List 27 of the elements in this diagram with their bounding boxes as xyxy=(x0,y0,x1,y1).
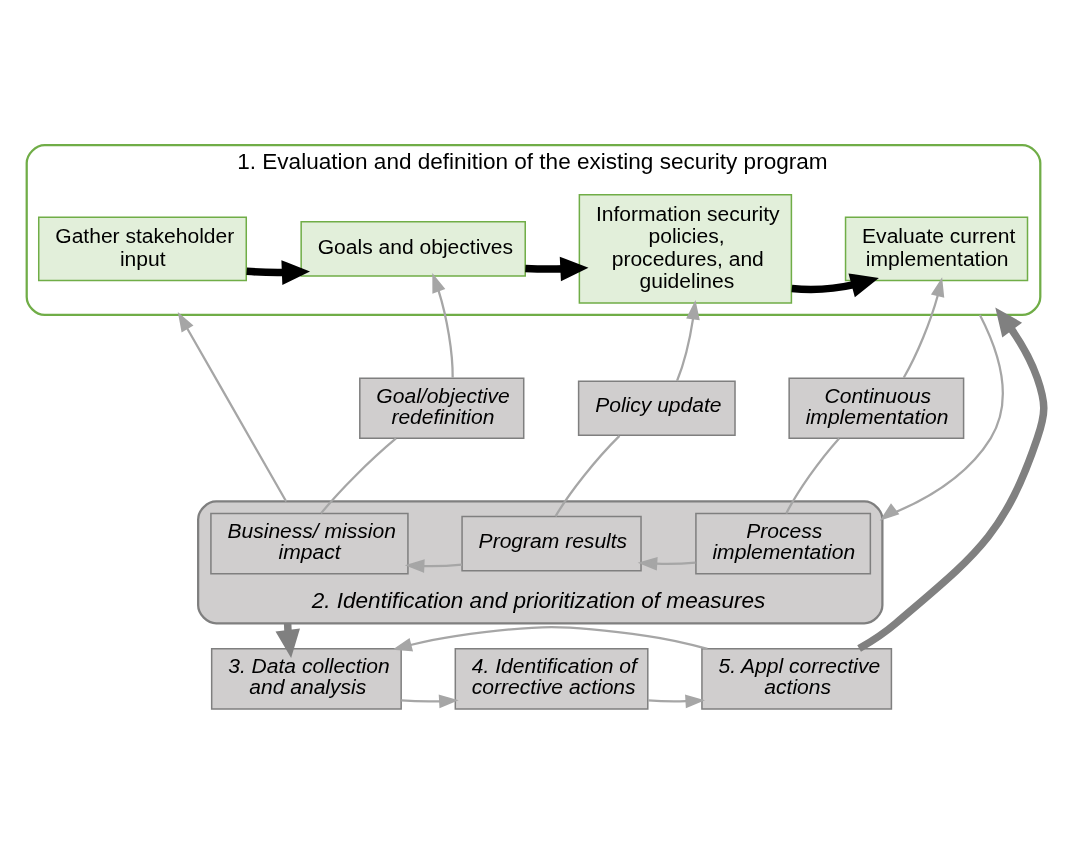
arrow xyxy=(648,693,705,708)
node-box: Policy update xyxy=(577,379,736,436)
arrow xyxy=(879,313,1004,521)
node-box: Process implementation xyxy=(695,512,872,574)
node-box: Continuous implementation xyxy=(788,376,965,439)
arrow xyxy=(246,259,310,285)
node-box: Goals and objectives xyxy=(300,220,526,277)
arrow xyxy=(902,276,945,378)
arrow xyxy=(177,311,288,502)
node-box: Goal/objective redefinition xyxy=(359,376,525,439)
arrow xyxy=(392,625,708,651)
arrow xyxy=(675,299,700,381)
arrow xyxy=(525,256,589,281)
arrow xyxy=(404,558,463,573)
arrow xyxy=(857,306,1048,652)
arrow xyxy=(401,694,459,708)
node-box: Program results xyxy=(461,515,642,571)
node-box: Information security policies, procedures, and guidelines xyxy=(578,193,793,304)
arrow xyxy=(432,272,454,378)
node-box: 4. Identification of corrective actions xyxy=(454,647,649,710)
arrow xyxy=(637,556,696,571)
node-box: Evaluate current implementation xyxy=(844,216,1029,281)
node-box: 5. Appl corrective actions xyxy=(701,647,893,710)
arrow xyxy=(791,272,879,297)
node-box: Business/ mission impact xyxy=(210,512,409,574)
node-box: 3. Data collection and analysis xyxy=(210,647,402,710)
node-box: Gather stakeholder input xyxy=(38,216,247,281)
